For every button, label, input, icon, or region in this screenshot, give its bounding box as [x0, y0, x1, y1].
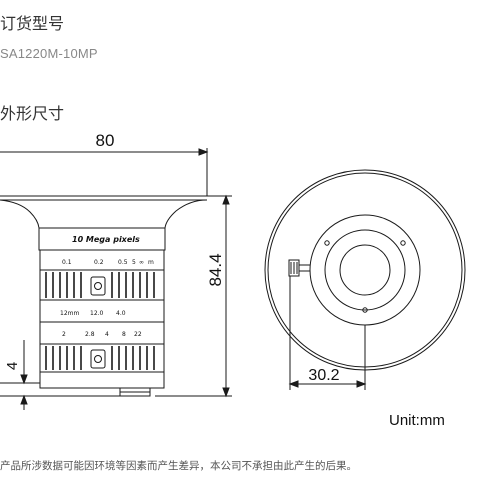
svg-text:∞: ∞ [139, 259, 144, 266]
svg-text:22: 22 [134, 331, 142, 338]
disclaimer-text: 产品所涉数据可能因环境等因素而产生差异，本公司不承担由此产生的后果。 [0, 460, 357, 472]
width-value: 80 [96, 131, 115, 150]
svg-text:5: 5 [132, 259, 136, 266]
svg-text:12.0: 12.0 [90, 310, 104, 317]
svg-text:8: 8 [122, 331, 126, 338]
svg-text:0.5: 0.5 [118, 259, 128, 266]
brand-text: 10 Mega pixels [72, 235, 140, 244]
lens-side-view [0, 195, 208, 397]
height-value: 84.4 [206, 253, 225, 286]
aperture-scale: 2 2.8 4 8 22 [62, 331, 142, 338]
svg-text:4: 4 [105, 331, 109, 338]
svg-text:4.0: 4.0 [116, 310, 126, 317]
svg-text:2: 2 [62, 331, 66, 338]
radius-dimension [288, 276, 367, 390]
svg-text:0.1: 0.1 [62, 259, 72, 266]
order-model-heading: 订货型号 [0, 16, 65, 33]
height-dimension [155, 194, 232, 398]
svg-text:0.2: 0.2 [94, 259, 104, 266]
distance-scale: 0.1 0.2 0.5 5 ∞ m [62, 259, 154, 266]
flange-dimension [0, 340, 120, 410]
radius-value: 30.2 [308, 367, 339, 384]
svg-text:m: m [148, 259, 154, 266]
flange-value: 4 [4, 362, 21, 370]
svg-text:2.8: 2.8 [85, 331, 95, 338]
width-dimension [0, 148, 209, 196]
svg-text:12mm: 12mm [60, 310, 79, 317]
dimension-heading: 外形尺寸 [0, 106, 65, 123]
model-number: SA1220M-10MP [0, 46, 98, 61]
focal-scale: 12mm 12.0 4.0 [60, 310, 126, 317]
unit-label: Unit:mm [389, 412, 445, 429]
